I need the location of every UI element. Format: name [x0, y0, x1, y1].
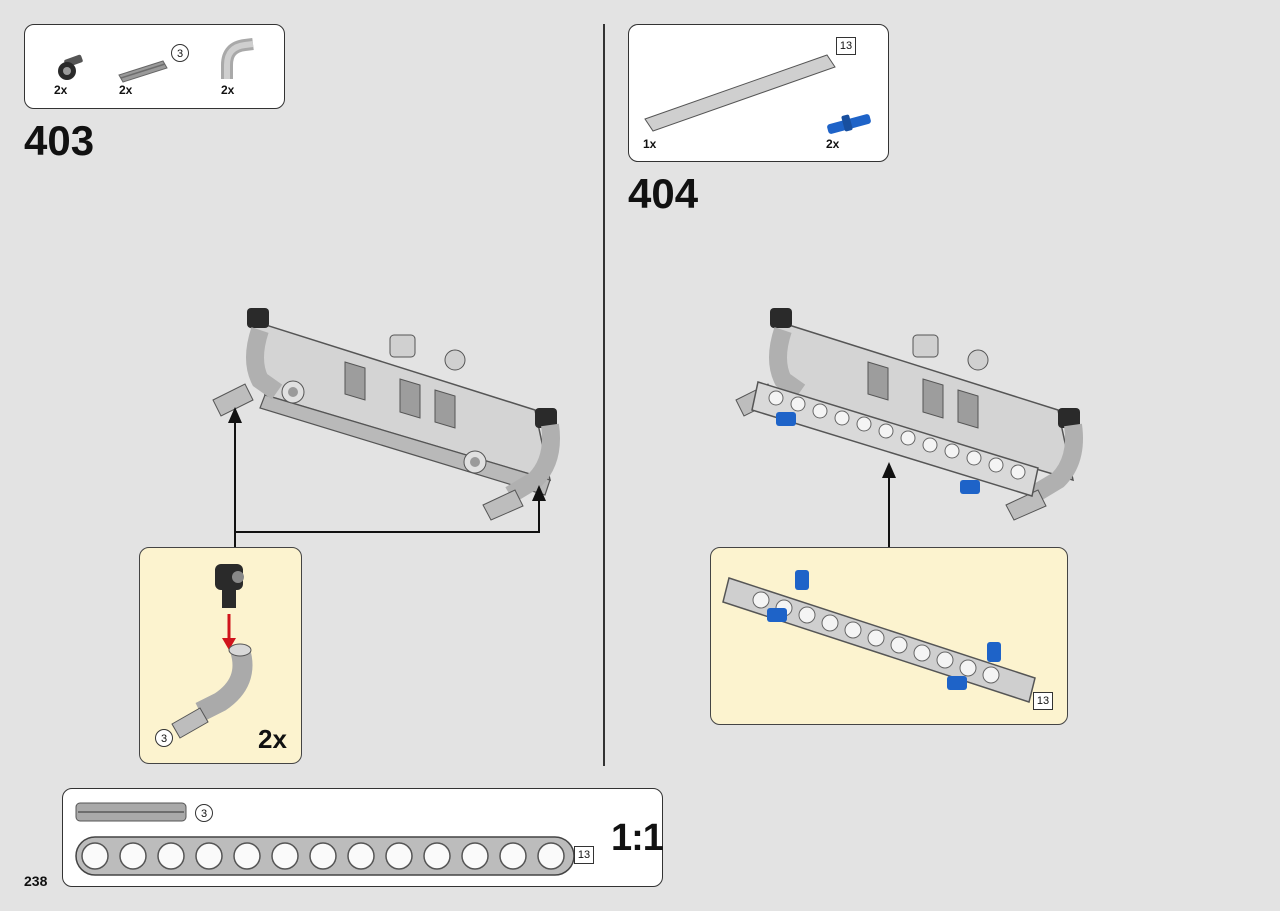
scale-label: 1:1	[611, 817, 664, 859]
insertion-arrows-403	[228, 407, 546, 547]
beam-13-icon	[644, 54, 836, 132]
beam-with-pins	[722, 570, 1036, 703]
beam-hole	[461, 842, 489, 870]
beam-hole	[271, 842, 299, 870]
beam-scale-icon	[75, 836, 575, 876]
step-number-404: 404	[628, 170, 699, 217]
beam-hole	[537, 842, 565, 870]
multiplier-label: 2x	[258, 724, 287, 754]
beam-length-badge: 13	[836, 37, 856, 55]
sub-assembly-callout-403: 3 2x	[139, 547, 302, 764]
sub-assembly-403	[171, 564, 253, 739]
beam-hole	[423, 842, 451, 870]
axle-length-badge: 3	[195, 804, 213, 822]
scale-reference-box: 3 13 1:1	[62, 788, 664, 887]
blue-pin-icon	[827, 114, 871, 134]
axle-length-badge: 3	[155, 729, 173, 747]
part-qty: 2x	[826, 137, 840, 151]
axle-icon	[118, 60, 168, 83]
beam-hole	[195, 842, 223, 870]
step-number-403: 403	[24, 117, 95, 164]
beam-hole	[309, 842, 337, 870]
beam-length-badge: 13	[574, 846, 594, 864]
axle-length-badge: 3	[171, 44, 189, 62]
beam-hole	[233, 842, 261, 870]
part-qty: 2x	[54, 83, 68, 97]
pin-connector-icon	[58, 54, 83, 80]
sub-assembly-callout-404: 13	[710, 547, 1068, 725]
page-number: 238	[24, 873, 48, 889]
insertion-arrow-404	[882, 462, 896, 550]
curved-tube-icon	[221, 38, 254, 79]
beam-length-badge: 13	[1033, 692, 1053, 710]
assembly-403	[212, 308, 560, 521]
beam-hole	[499, 842, 527, 870]
assembly-404	[735, 308, 1083, 521]
parts-list-404: 13 1x 2x	[628, 24, 889, 162]
beam-hole	[81, 842, 109, 870]
part-qty: 2x	[119, 83, 133, 97]
part-qty: 1x	[643, 137, 657, 151]
page-divider	[603, 24, 605, 766]
beam-hole	[119, 842, 147, 870]
beam-hole	[347, 842, 375, 870]
beam-hole	[385, 842, 413, 870]
parts-list-403: 2x 3 2x 2x	[24, 24, 285, 109]
axle-scale-icon	[75, 802, 187, 822]
part-qty: 2x	[221, 83, 235, 97]
beam-hole	[157, 842, 185, 870]
